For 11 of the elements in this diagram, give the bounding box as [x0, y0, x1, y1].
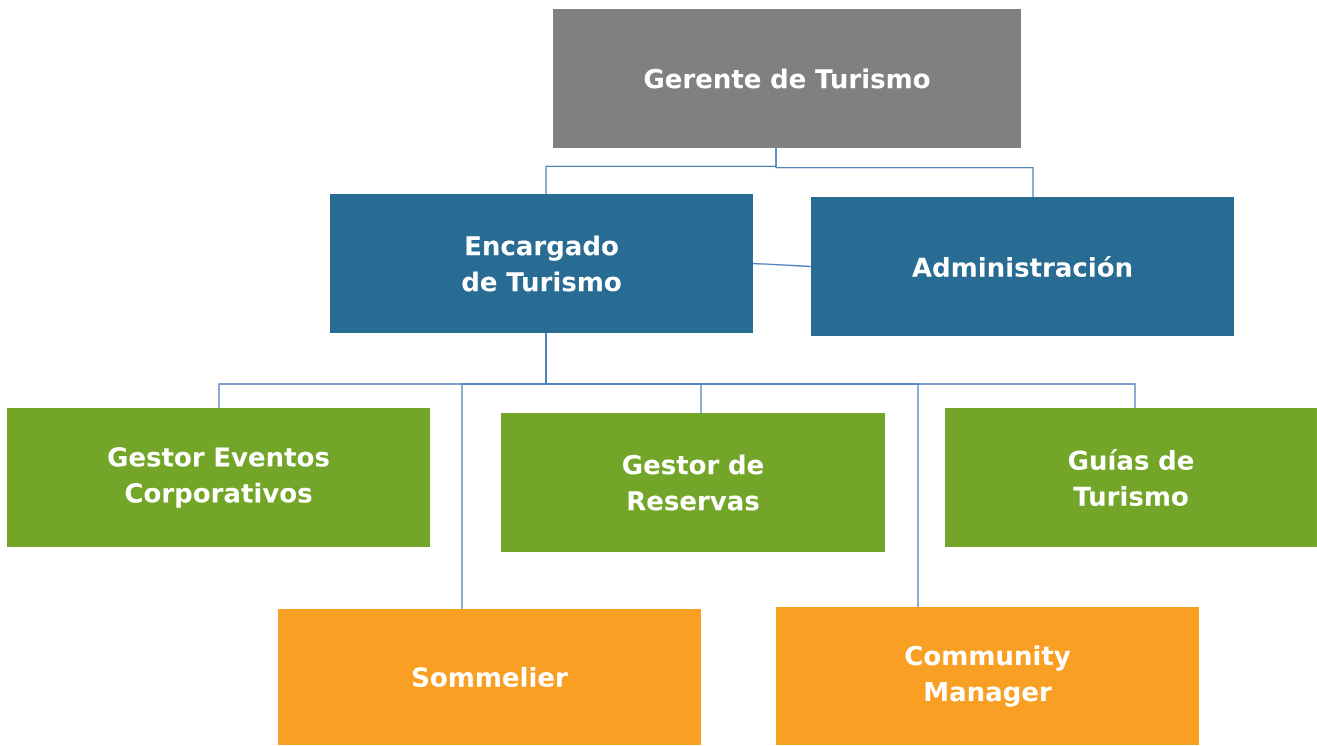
- role-box: Sommelier: [278, 609, 701, 745]
- connector-line: [775, 147, 1034, 198]
- manager-box: Gerente de Turismo: [553, 9, 1021, 148]
- connector-line: [752, 262, 812, 268]
- department-box: Encargado de Turismo: [330, 194, 753, 333]
- connector-line: [545, 332, 1136, 409]
- department-box: Administración: [811, 197, 1234, 336]
- role-box: Guías de Turismo: [945, 408, 1317, 547]
- role-box: Gestor de Reservas: [501, 413, 885, 552]
- role-box: Gestor Eventos Corporativos: [7, 408, 430, 547]
- role-box: Community Manager: [776, 607, 1199, 745]
